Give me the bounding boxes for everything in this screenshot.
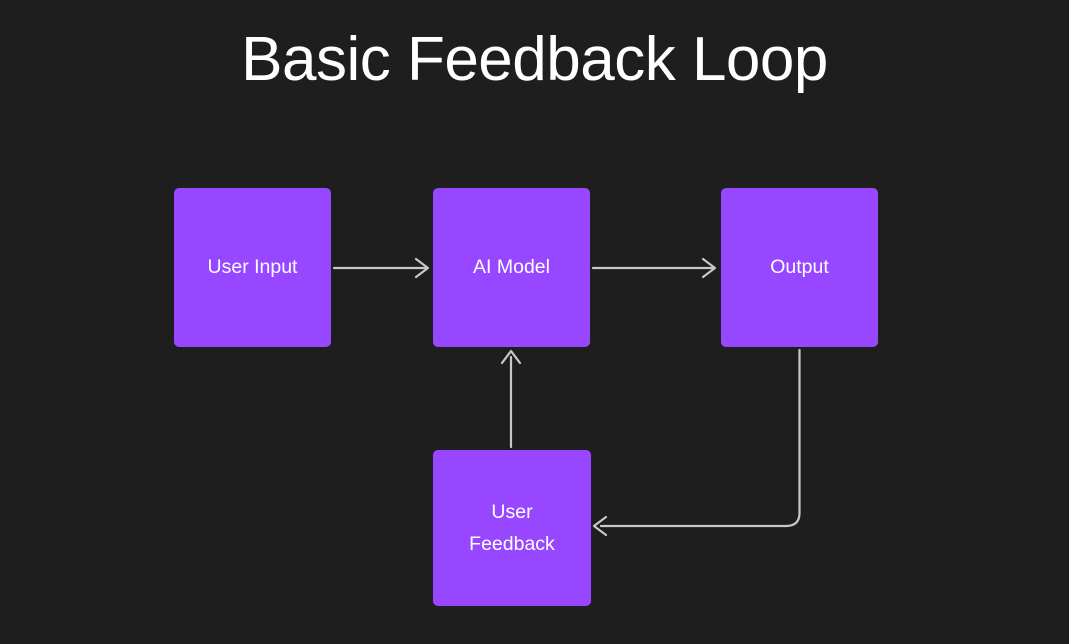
- edge-ai-model-to-output: [591, 257, 717, 279]
- arrowhead-icon: [592, 515, 608, 537]
- arrowhead-icon: [500, 349, 522, 365]
- node-output-label: Output: [770, 256, 829, 279]
- node-ai-model[interactable]: AI Model: [433, 188, 590, 347]
- edge-user-input-to-ai-model: [332, 257, 430, 279]
- node-user-feedback-label: User Feedback: [469, 500, 555, 555]
- node-ai-model-label: AI Model: [473, 256, 550, 279]
- node-user-input[interactable]: User Input: [174, 188, 331, 347]
- edge-output-to-user-feedback: [592, 348, 801, 537]
- arrowhead-icon: [701, 257, 717, 279]
- edge-line: [599, 348, 801, 528]
- node-user-feedback[interactable]: User Feedback: [433, 450, 591, 606]
- edge-user-feedback-to-ai-model: [500, 349, 522, 449]
- arrowhead-icon: [414, 257, 430, 279]
- page-title: Basic Feedback Loop: [241, 25, 828, 94]
- node-user-input-label: User Input: [207, 256, 298, 279]
- node-output[interactable]: Output: [721, 188, 878, 347]
